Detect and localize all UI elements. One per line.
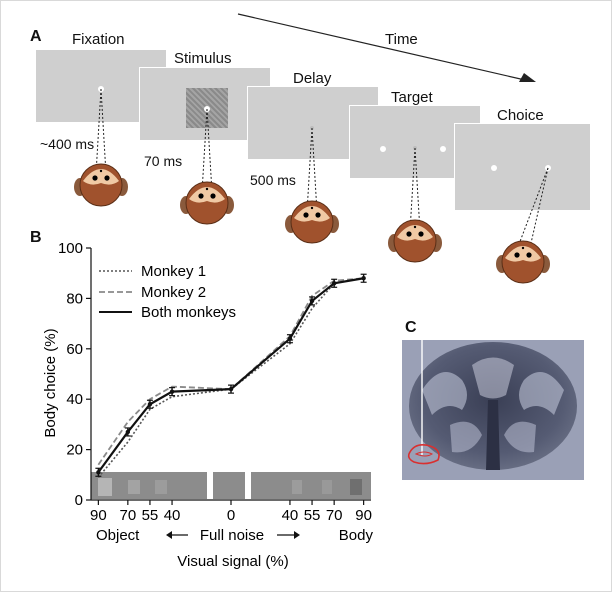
stage-label-delay: Delay xyxy=(293,70,332,87)
data-point xyxy=(96,470,101,475)
panel-b-letter: B xyxy=(30,229,42,246)
data-point xyxy=(361,276,366,281)
stimulus-noise-strip xyxy=(91,472,371,499)
series-line-monkey-1 xyxy=(97,277,364,478)
y-axis-label: Body choice (%) xyxy=(42,328,59,437)
choice-dot-left xyxy=(491,165,497,171)
stage-label-stimulus: Stimulus xyxy=(174,50,232,67)
x-tick-label: 70 xyxy=(119,507,136,524)
y-tick-label: 40 xyxy=(66,391,83,408)
y-tick-label: 20 xyxy=(66,442,83,459)
data-point xyxy=(228,386,234,392)
stage-label-fixation: Fixation xyxy=(72,31,125,48)
x-tick-label: 55 xyxy=(304,507,321,524)
x-axis-label: Visual signal (%) xyxy=(177,553,288,570)
x-tick-label: 70 xyxy=(326,507,343,524)
legend-label-both-monkeys: Both monkeys xyxy=(141,304,236,321)
x-annotation-full-noise: Full noise xyxy=(200,527,264,544)
y-tick-label: 0 xyxy=(75,492,83,509)
legend-label-monkey-2: Monkey 2 xyxy=(141,284,206,301)
data-point xyxy=(169,389,175,394)
panel-c-letter: C xyxy=(405,319,417,336)
y-tick-label: 60 xyxy=(66,341,83,358)
panel-a-letter: A xyxy=(30,28,42,45)
data-point xyxy=(331,281,337,286)
duration-stimulus: 70 ms xyxy=(142,153,185,169)
chart-legend: Monkey 1 Monkey 2 Both monkeys xyxy=(99,263,236,321)
data-point xyxy=(125,429,131,435)
data-point xyxy=(147,402,153,407)
data-point xyxy=(287,336,293,341)
direction-arrow-right xyxy=(277,531,300,539)
duration-fixation: ~400 ms xyxy=(38,136,97,152)
x-annotation-body: Body xyxy=(339,527,374,544)
stage-label-choice: Choice xyxy=(497,107,544,124)
y-tick-label: 100 xyxy=(58,240,83,257)
x-tick-label: 40 xyxy=(164,507,181,524)
x-tick-label: 55 xyxy=(142,507,159,524)
duration-delay: 500 ms xyxy=(248,172,298,188)
direction-arrow-left xyxy=(166,531,188,539)
x-tick-label: 0 xyxy=(227,507,235,524)
legend-label-monkey-1: Monkey 1 xyxy=(141,263,206,280)
series-line-monkey-2 xyxy=(97,277,364,466)
stage-label-target: Target xyxy=(391,89,433,106)
x-tick-label: 40 xyxy=(282,507,299,524)
target-dot-left xyxy=(380,146,386,152)
screen-choice xyxy=(455,124,590,210)
time-label: Time xyxy=(385,31,418,48)
x-annotation-object: Object xyxy=(96,527,140,544)
x-tick-label: 90 xyxy=(355,507,372,524)
data-point xyxy=(309,298,315,304)
y-tick-label: 80 xyxy=(66,290,83,307)
recording-site-outline xyxy=(407,444,440,465)
target-dot-right xyxy=(440,146,446,152)
x-tick-label: 90 xyxy=(90,507,107,524)
mri-coronal-slice xyxy=(402,340,584,480)
